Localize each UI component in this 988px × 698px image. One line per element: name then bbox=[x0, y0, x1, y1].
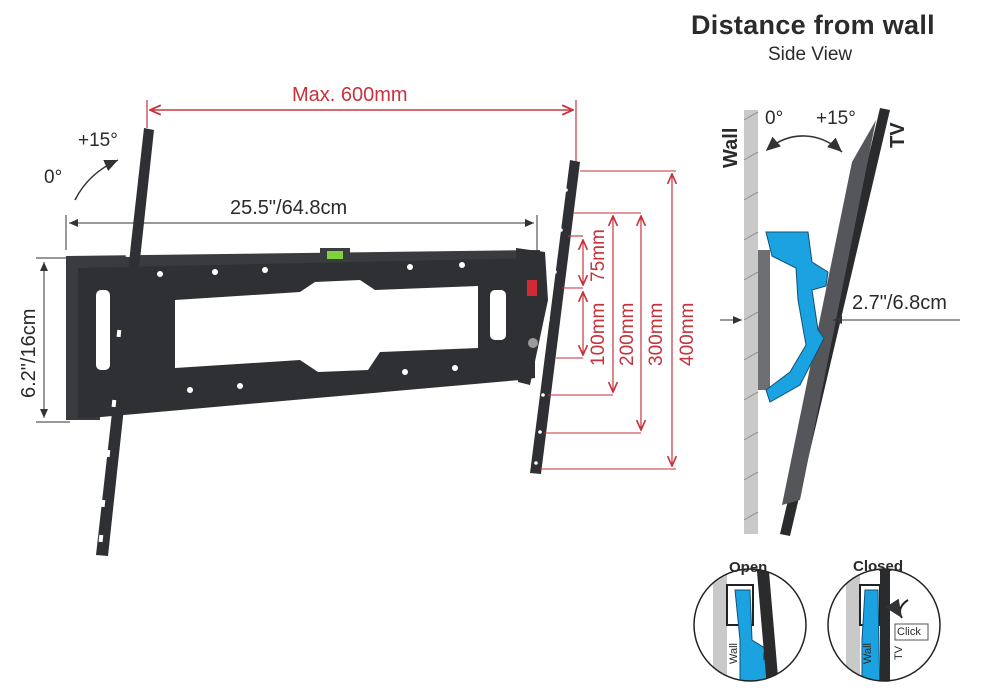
vesa-75-label: 75mm bbox=[588, 229, 609, 282]
max-width-dimension bbox=[146, 100, 577, 165]
wall-plate bbox=[66, 248, 540, 420]
side-view-title: Distance from wall bbox=[691, 10, 935, 40]
side-view-subtitle: Side View bbox=[768, 44, 853, 65]
closed-wall-label: Wall bbox=[862, 643, 874, 664]
side-angle-tilt: +15° bbox=[816, 108, 856, 129]
plate-width-label: 25.5"/64.8cm bbox=[230, 197, 348, 219]
right-arm bbox=[516, 160, 580, 474]
open-wall-label: Wall bbox=[728, 643, 740, 664]
closed-tv-label: TV bbox=[893, 645, 905, 660]
left-arm bbox=[96, 128, 154, 556]
max-width-label: Max. 600mm bbox=[292, 84, 408, 106]
click-label: Click bbox=[897, 626, 921, 638]
open-detail bbox=[693, 568, 807, 682]
vesa-dimensions bbox=[540, 170, 676, 470]
vesa-100-label: 100mm bbox=[588, 302, 609, 366]
side-depth-label: 2.7"/6.8cm bbox=[852, 292, 947, 314]
side-tv-label: TV bbox=[887, 122, 909, 148]
open-label: Open bbox=[729, 559, 768, 576]
height-dimension bbox=[36, 257, 70, 423]
side-angle-zero: 0° bbox=[765, 108, 784, 129]
open-tv-label: TV bbox=[762, 645, 774, 660]
height-label: 6.2"/16cm bbox=[18, 308, 40, 398]
vesa-300-label: 300mm bbox=[646, 302, 667, 366]
closed-label: Closed bbox=[853, 558, 904, 575]
side-wall-label: Wall bbox=[720, 127, 742, 168]
side-view-drawing bbox=[720, 108, 960, 536]
front-angle-tilt: +15° bbox=[78, 130, 118, 151]
vesa-400-label: 400mm bbox=[677, 302, 698, 366]
tilt-arrow bbox=[74, 159, 119, 201]
closed-detail bbox=[827, 568, 941, 682]
plate-width-dimension bbox=[65, 215, 538, 250]
front-angle-zero: 0° bbox=[44, 167, 63, 188]
vesa-200-label: 200mm bbox=[617, 302, 638, 366]
